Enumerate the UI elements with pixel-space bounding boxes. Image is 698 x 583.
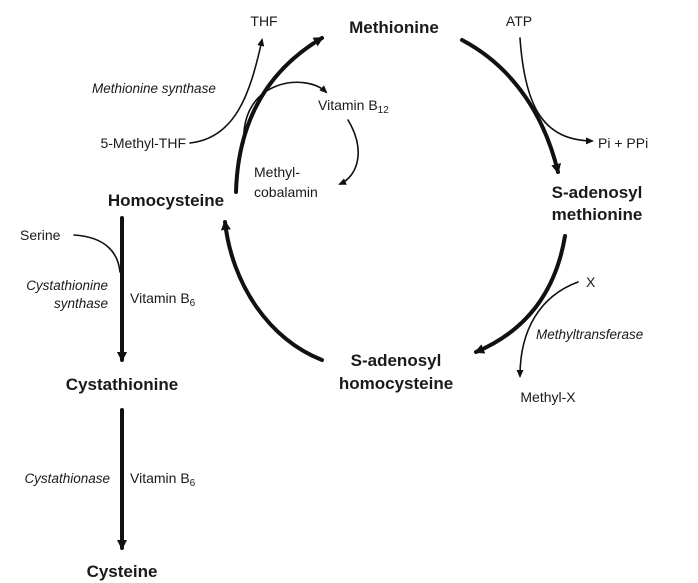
sam-label-line2: methionine bbox=[552, 205, 643, 224]
cysteine-label: Cysteine bbox=[87, 562, 158, 581]
pi-ppi-label: Pi + PPi bbox=[598, 135, 648, 151]
vitamin-b12-label: Vitamin B12 bbox=[318, 97, 389, 116]
vitamin-b6-subscript-1: 6 bbox=[190, 298, 196, 309]
sah-label-line2: homocysteine bbox=[339, 374, 453, 393]
arrow-x-to-methyl-x bbox=[516, 281, 579, 378]
methionine-synthase-label: Methionine synthase bbox=[92, 81, 216, 96]
vitamin-b6-label-1: Vitamin B6 bbox=[130, 290, 196, 309]
vitamin-b6-subscript-2: 6 bbox=[190, 478, 196, 489]
arrow-methylcobalamin-to-vitamin-b12 bbox=[243, 81, 328, 144]
arrow-sah-to-homocysteine bbox=[220, 220, 324, 362]
cystathionine-synthase-label-line1: Cystathionine bbox=[26, 278, 108, 293]
homocysteine-label: Homocysteine bbox=[108, 191, 224, 210]
vitamin-b6-text-1: Vitamin B bbox=[130, 290, 190, 306]
arrow-vitamin-b12-to-methylcobalamin bbox=[338, 119, 359, 185]
arrow-sam-to-sah bbox=[474, 234, 567, 354]
arrow-methylthf-to-thf bbox=[189, 38, 265, 144]
arrow-atp-to-pi-ppi bbox=[519, 37, 594, 145]
vitamin-b6-text-2: Vitamin B bbox=[130, 470, 190, 486]
atp-label: ATP bbox=[506, 13, 532, 29]
sam-label-line1: S-adenosyl bbox=[552, 183, 643, 202]
methyltransferase-label: Methyltransferase bbox=[536, 327, 643, 342]
x-label: X bbox=[586, 274, 596, 290]
arrow-methionine-to-sam bbox=[460, 38, 561, 174]
methylcobalamin-label-line2: cobalamin bbox=[254, 184, 318, 200]
serine-label: Serine bbox=[20, 227, 61, 243]
methyl-x-label: Methyl-X bbox=[520, 389, 576, 405]
methyl-thf-label: 5-Methyl-THF bbox=[100, 135, 186, 151]
vitamin-b12-subscript: 12 bbox=[378, 105, 390, 116]
cystathionine-synthase-label-line2: synthase bbox=[54, 296, 108, 311]
vitamin-b12-text: Vitamin B bbox=[318, 97, 378, 113]
cystathionine-label: Cystathionine bbox=[66, 375, 178, 394]
serine-input-line bbox=[73, 234, 121, 273]
methylcobalamin-label-line1: Methyl- bbox=[254, 164, 300, 180]
arrow-homocysteine-to-methionine bbox=[234, 36, 324, 194]
sah-label-line1: S-adenosyl bbox=[351, 351, 442, 370]
cystathionase-label: Cystathionase bbox=[24, 471, 110, 486]
thf-label: THF bbox=[250, 13, 277, 29]
vitamin-b6-label-2: Vitamin B6 bbox=[130, 470, 196, 489]
methionine-label: Methionine bbox=[349, 18, 439, 37]
